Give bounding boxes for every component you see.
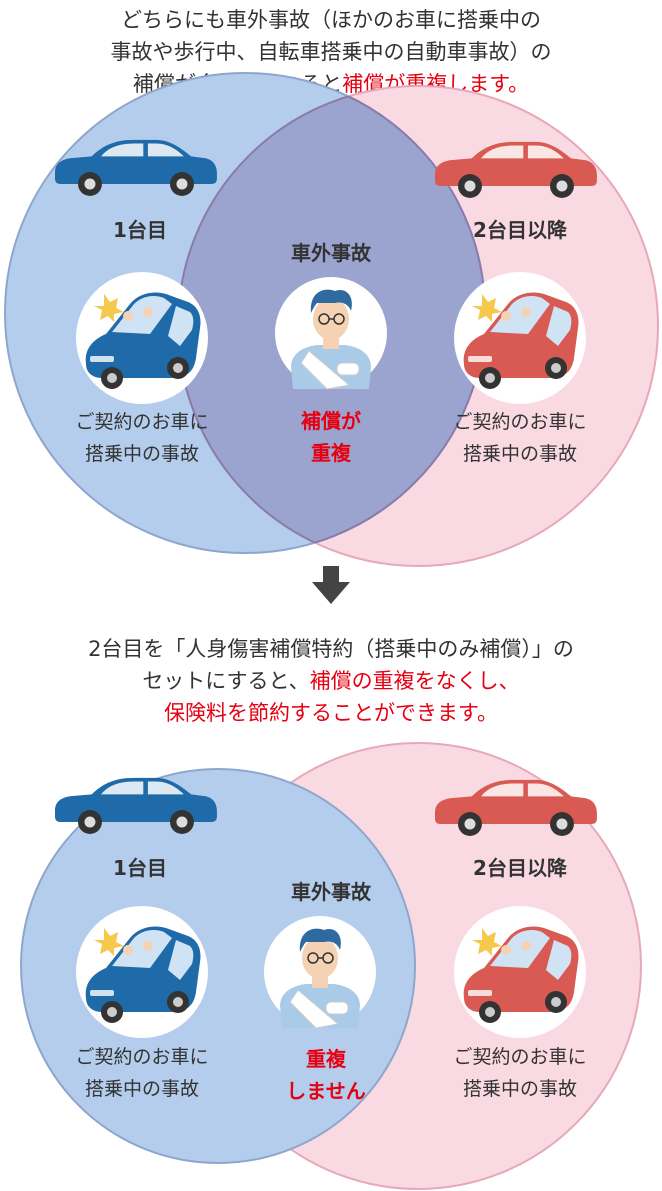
top-first-caption-line-1: ご契約のお車に: [75, 411, 208, 433]
top-first-car-label: 1台目: [113, 218, 167, 242]
top-overlap-note-line-2: 重複: [311, 441, 352, 465]
bottom-first-caption-line-1: ご契約のお車に: [75, 1046, 208, 1068]
arrow-down-icon: [312, 566, 350, 604]
bottom-second-caption-line-1: ご契約のお車に: [453, 1046, 586, 1068]
bottom-overlap-note-line-2: しません: [286, 1079, 365, 1103]
bottom-second-car-label: 2台目以降: [473, 856, 568, 880]
top-second-caption-line-1: ご契約のお車に: [453, 411, 586, 433]
bottom-first-car-label: 1台目: [113, 856, 167, 880]
bottom-overlap-note-line-1: 重複: [306, 1047, 347, 1071]
collision-car-icon: [454, 906, 586, 1038]
bottom-overlap-label: 車外事故: [291, 880, 372, 904]
top-overlap-note-line-1: 補償が: [300, 409, 361, 433]
collision-car-icon: [76, 272, 208, 404]
bottom-first-caption-line-2: 搭乗中の事故: [85, 1078, 199, 1100]
top-second-car-label: 2台目以降: [473, 218, 568, 242]
top-overlap-label: 車外事故: [291, 241, 372, 265]
top-second-caption-line-2: 搭乗中の事故: [463, 443, 577, 465]
top-first-caption-line-2: 搭乗中の事故: [85, 443, 199, 465]
injured-person-icon: [275, 277, 387, 389]
injured-person-icon: [264, 916, 376, 1028]
bottom-venn: 1台目 2台目以降 車外事故 ご契約のお車に 搭乗中の事故 ご契約のお車に 搭乗…: [21, 743, 641, 1189]
bottom-second-caption-line-2: 搭乗中の事故: [463, 1078, 577, 1100]
top-venn: 1台目 2台目以降 車外事故 ご契約のお車に 搭乗中の事故 ご契約のお車に 搭乗…: [5, 73, 658, 566]
collision-car-icon: [454, 272, 586, 404]
collision-car-icon: [76, 906, 208, 1038]
